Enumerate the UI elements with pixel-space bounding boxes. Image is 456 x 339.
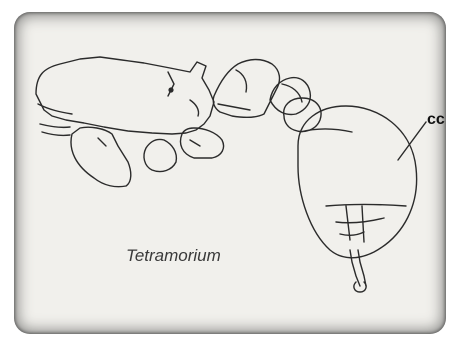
ant-leg	[71, 127, 131, 186]
ant-gaster-detail	[336, 218, 384, 223]
ant-head-detail	[40, 124, 70, 127]
ant-leg	[144, 139, 176, 171]
ant-gaster-detail	[340, 232, 364, 235]
ant-mesosoma-detail	[236, 70, 247, 92]
label-leader-line	[398, 122, 426, 160]
ant-gaster-detail	[326, 205, 406, 207]
ant-leg	[98, 138, 106, 146]
ant-postpetiole	[270, 78, 310, 115]
ant-gaster-detail	[362, 206, 364, 242]
part-label: cc	[427, 111, 445, 129]
ant-postpetiole-detail	[282, 84, 302, 102]
ant-gaster-detail	[300, 129, 352, 132]
ant-leg	[190, 140, 200, 146]
ant-head	[36, 57, 214, 134]
ant-mesosoma-detail	[218, 104, 250, 110]
ant-head-detail	[42, 132, 70, 135]
ant-head-detail	[190, 100, 199, 116]
ant-eye	[168, 87, 173, 92]
species-label: Tetramorium	[126, 246, 221, 266]
ant-sting	[354, 282, 366, 292]
